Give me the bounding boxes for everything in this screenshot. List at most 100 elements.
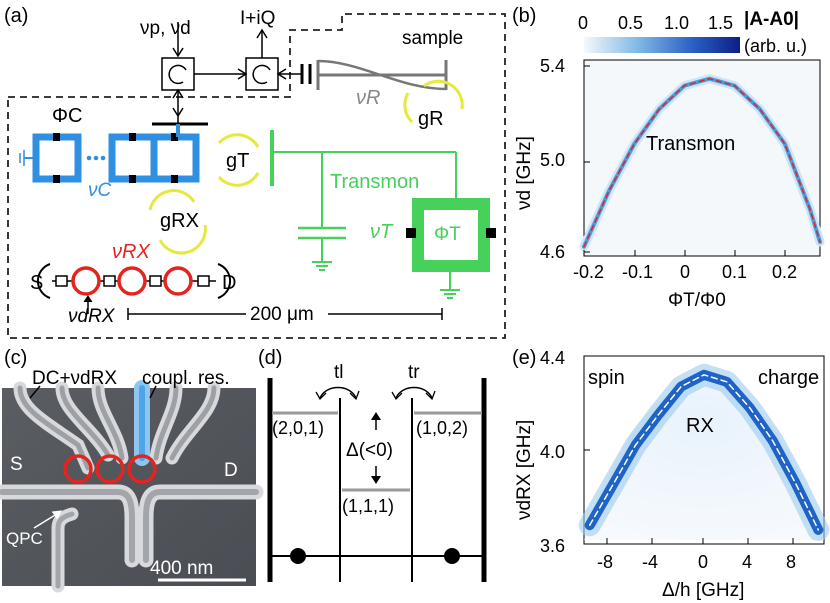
colorbar-title: |A-A0| <box>744 9 799 30</box>
source-lead <box>36 263 51 299</box>
g-T-label: gT <box>226 150 249 172</box>
tunnel-left-arrowhead-a <box>315 391 327 401</box>
scalebar-c-label: 400 nm <box>150 558 213 579</box>
e-xlabel: Δ/h [GHz] <box>662 580 744 601</box>
b-xtick-label: 0.1 <box>722 262 747 282</box>
e-xtick-label: 0 <box>698 552 708 572</box>
plot-b-area <box>583 59 821 257</box>
gate <box>169 385 217 461</box>
gate <box>95 385 125 461</box>
nu-C-label: νC <box>88 180 112 201</box>
b-ytick-label: 4.6 <box>540 242 565 262</box>
array-arrow-down <box>172 107 184 118</box>
drain-lead <box>217 263 232 299</box>
qpc-arrow <box>51 510 62 520</box>
input-arrow <box>172 47 184 58</box>
qpc-label: QPC <box>6 529 43 548</box>
sample-label: sample <box>402 28 463 49</box>
circulator-1 <box>161 57 195 91</box>
phi-C-label: ΦC <box>52 105 82 127</box>
gate <box>59 385 111 458</box>
junction <box>129 175 136 183</box>
panel-e: (e) spin charge RX 4.4 4.0 3.6 -8 -4 0 4… <box>512 347 830 601</box>
scalebar-a-gap <box>246 302 328 326</box>
b-xtick-label: -0.2 <box>573 262 604 282</box>
b-ytick-label: 5.0 <box>540 150 565 170</box>
input-freqs: νp, νd <box>140 18 191 39</box>
dc-pointer <box>29 385 41 399</box>
lower-gate-core <box>0 489 135 563</box>
nu-RX-label: νRX <box>112 241 150 263</box>
panel-a-label: (a) <box>4 5 28 27</box>
state-102: (1,0,2) <box>416 418 468 438</box>
colorbar-tick: 0 <box>578 13 588 33</box>
junction <box>53 133 60 141</box>
g-R-label: gR <box>418 108 444 130</box>
circulator-1-icon <box>168 64 187 85</box>
rx-fit <box>588 374 820 531</box>
tunnel-barrier <box>197 275 210 287</box>
quantum-dot-left <box>71 266 101 296</box>
coupl-pointer <box>149 385 157 399</box>
plot-e-marks <box>578 355 830 545</box>
circulator-2-icon <box>252 64 271 85</box>
b-ylabel: νd [GHz] <box>514 136 535 210</box>
feed-arrow <box>276 68 287 80</box>
array-dot-2 <box>93 155 99 161</box>
g-RX-arc-bottom <box>158 224 207 255</box>
tunnel-barrier <box>103 275 116 287</box>
transmon-junction-left <box>406 228 416 238</box>
transmon-circuit <box>270 130 496 299</box>
state-111: (1,1,1) <box>342 496 394 516</box>
g-R-arc-right <box>423 79 464 110</box>
g-RX-arc-top <box>148 189 196 211</box>
tunnel-barrier <box>149 275 162 287</box>
junction <box>171 175 178 183</box>
panel-b-label: (b) <box>512 5 536 27</box>
array-tap <box>176 124 180 137</box>
e-ylabel: νdRX [GHz] <box>514 420 535 520</box>
state-201: (2,0,1) <box>272 418 324 438</box>
tunnel-barrier <box>55 275 68 287</box>
drain-label: D <box>222 272 236 294</box>
link-arrow <box>237 68 248 80</box>
transmon-label: Transmon <box>330 171 419 193</box>
e-xtick-label: -4 <box>642 552 658 572</box>
e-xtick-label: 8 <box>786 552 796 572</box>
tunnel-right-arc <box>395 386 433 399</box>
phi-T-label: ΦT <box>434 224 461 245</box>
output-arrow <box>256 28 268 39</box>
b-xtick-label: -0.1 <box>622 262 653 282</box>
panel-d: (d) tl tr (2,0,1) (1,0,2) (1,1,1) Δ(<0) <box>258 347 487 582</box>
scalebar-a-label: 200 μm <box>250 304 314 325</box>
plot-b-marks <box>579 65 825 256</box>
junction <box>171 133 178 141</box>
drive-arrow <box>83 295 93 303</box>
nu-T-label: νT <box>370 221 394 243</box>
source-label: S <box>30 272 43 294</box>
panel-e-label: (e) <box>512 347 536 369</box>
tunnel-right-arrowhead-a <box>391 391 403 401</box>
sem-dot-right <box>127 454 157 484</box>
colorbar <box>584 37 740 53</box>
t-l-label: tl <box>334 362 344 383</box>
squid-array <box>19 124 200 183</box>
sem-source-label: S <box>10 454 23 475</box>
array-dot-3 <box>100 155 106 161</box>
quantum-dot-middle <box>117 266 147 296</box>
array-arrow-up <box>172 88 184 99</box>
transmon-junction-right <box>486 228 496 238</box>
panel-a: (a) νp, νd I+iQ sample νR ΦC <box>4 5 506 339</box>
sem-dot-left <box>63 454 93 484</box>
charge-label: charge <box>758 367 819 389</box>
gate <box>17 385 91 471</box>
sem-gates <box>0 380 264 593</box>
colorbar-tick: 1.5 <box>708 13 733 33</box>
electron-left <box>290 548 306 564</box>
junction <box>129 133 136 141</box>
squid-3 <box>150 133 200 183</box>
transmon-fit <box>583 77 821 248</box>
delta-arrow-down <box>371 476 381 484</box>
panel-c: (c) DC+νdRX coupl. res. <box>0 347 264 593</box>
